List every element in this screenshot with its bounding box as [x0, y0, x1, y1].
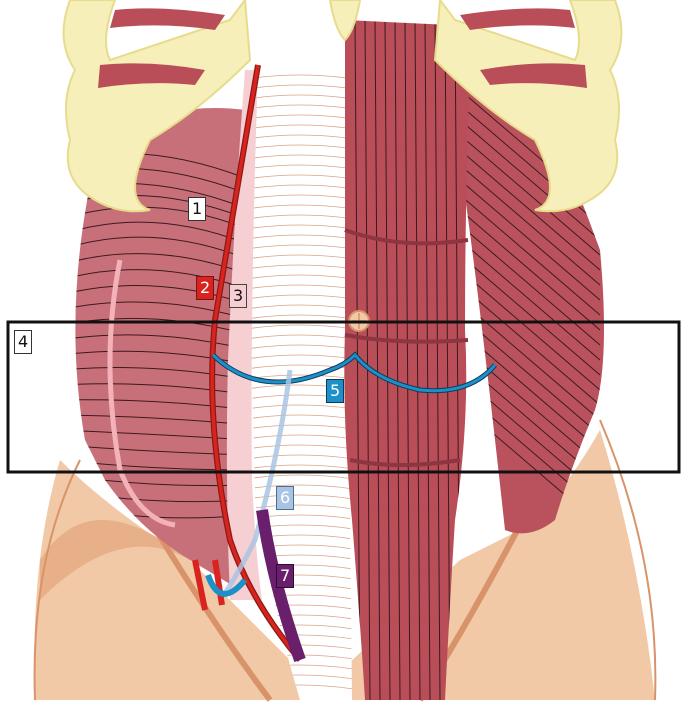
- xiphoid: [328, 0, 362, 42]
- label-3: 3: [229, 284, 248, 308]
- nerve-arcade-fill: [211, 352, 497, 393]
- inguinal-fold-left: [147, 518, 273, 702]
- tendinous-intersections: [344, 228, 469, 467]
- ribcage-right: [433, 0, 623, 213]
- iliac-vessels: [192, 559, 225, 611]
- label-7: 7: [276, 564, 295, 588]
- intercostal-muscles: [98, 8, 587, 88]
- ribcage-left: [62, 0, 252, 213]
- rectus-sheath-left: [226, 70, 262, 600]
- internal-oblique-edge: [107, 259, 176, 528]
- label-1: 1: [188, 197, 207, 221]
- external-oblique-fibres: [75, 152, 245, 519]
- label-6: 6: [276, 486, 295, 510]
- iliac-blue: [205, 573, 248, 597]
- external-oblique-right: [455, 30, 604, 534]
- pelvis-skin: [34, 430, 656, 700]
- pelvic-outline: [33, 419, 657, 701]
- epigastric-artery-fill: [210, 64, 302, 662]
- pelvis-skin-shade: [40, 520, 190, 600]
- region-box: [6, 320, 681, 474]
- label-2: 2: [196, 276, 215, 300]
- label-4: 4: [14, 330, 33, 354]
- label-5: 5: [326, 379, 345, 403]
